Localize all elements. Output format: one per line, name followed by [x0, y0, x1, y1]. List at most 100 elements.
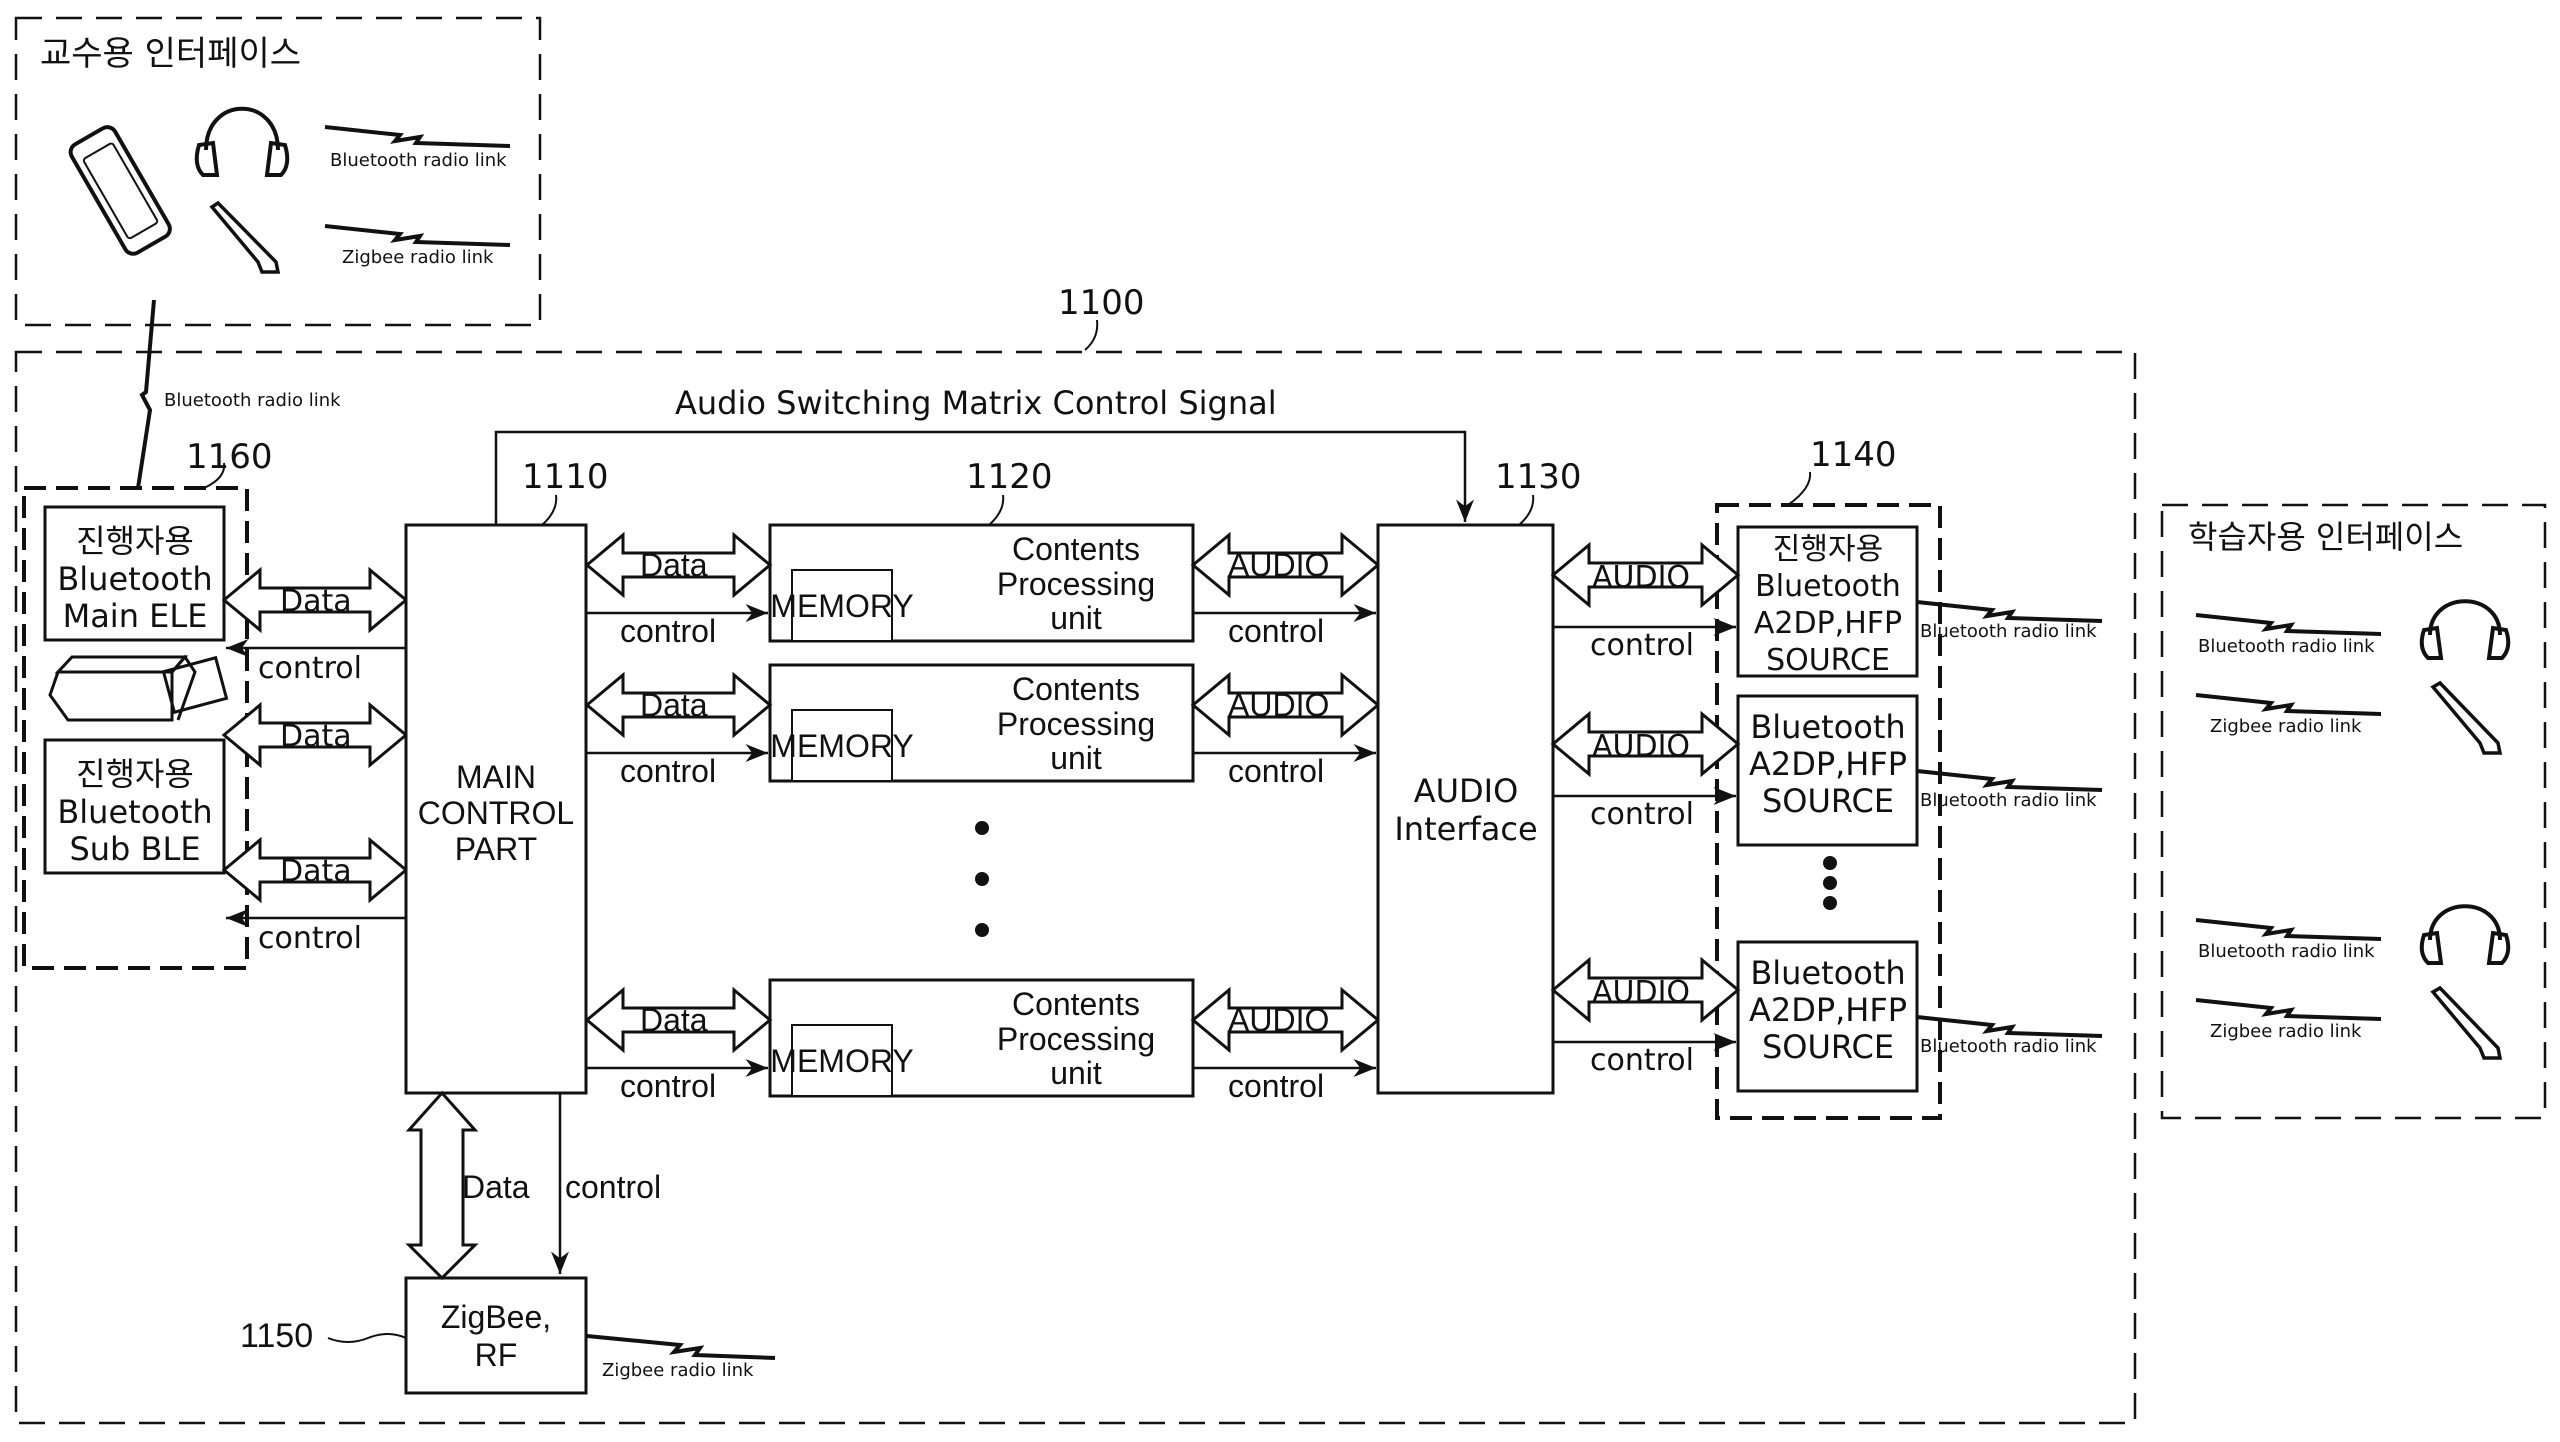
svg-text:unit: unit [1050, 600, 1102, 636]
data-label: Data [280, 854, 352, 889]
audio-interface-1130: 1130 AUDIO Interface [1376, 457, 1582, 1095]
ref-1100-leader [1084, 319, 1099, 351]
ref-1120: 1120 [966, 457, 1053, 497]
svg-text:Contents: Contents [1012, 671, 1140, 707]
data-label: Data [280, 584, 352, 619]
teacher-interface-panel: 교수용 인터페이스 Bluetooth radio link Zigbee ra… [14, 16, 542, 327]
bt-link-label: Bluetooth radio link [2198, 636, 2375, 657]
svg-text:Bluetooth: Bluetooth [1750, 708, 1905, 746]
audio-arrow [1550, 541, 1741, 609]
teacher-interface-title: 교수용 인터페이스 [40, 34, 301, 74]
bt-main-ele-box: 진행자용 Bluetooth Main ELE [43, 505, 226, 642]
headphones-icon [194, 106, 290, 177]
bt-radio-link-icon [1916, 600, 2103, 623]
bt-link-label: Bluetooth radio link [2198, 941, 2375, 962]
svg-text:PART: PART [455, 831, 537, 867]
svg-text:Bluetooth: Bluetooth [57, 560, 212, 598]
control-label: control [1590, 628, 1694, 663]
zigbee-link-label: Zigbee radio link [2210, 1021, 2362, 1042]
svg-text:Bluetooth: Bluetooth [1750, 954, 1905, 992]
zigbee-radio-link-icon [586, 1334, 776, 1360]
svg-text:진행자용: 진행자용 [1773, 532, 1883, 567]
svg-text:Processing: Processing [997, 1021, 1155, 1057]
svg-text:ZigBee,: ZigBee, [441, 1299, 551, 1335]
bt-group-1160: 1160 진행자용 Bluetooth Main ELE 진행자용 Blueto… [22, 437, 273, 970]
data-arrow [584, 986, 773, 1054]
svg-text:MAIN: MAIN [456, 759, 536, 795]
radio-link-label: Bluetooth radio link [1920, 790, 2097, 811]
memory-label: MEMORY [770, 728, 913, 764]
audio-arrow [1550, 710, 1741, 778]
svg-text:control: control [565, 1169, 661, 1205]
svg-text:Zigbee radio link: Zigbee radio link [602, 1360, 754, 1381]
control-label: control [258, 651, 362, 686]
audio-label: AUDIO [1592, 729, 1690, 764]
control-label: control [620, 1068, 716, 1104]
contents-processing-units: MEMORYContentsProcessingunitDatacontrolA… [584, 523, 1381, 1104]
source-group-1140: 1140 [1715, 435, 1942, 1120]
svg-text:Bluetooth: Bluetooth [1755, 569, 1901, 604]
contents-processing-unit: MEMORYContentsProcessingunitDatacontrolA… [584, 978, 1381, 1104]
teacher-uplink: Bluetooth radio link [136, 299, 341, 489]
main-control-part-1110: 1110 MAIN CONTROL PART [404, 457, 609, 1095]
control-label: control [1228, 753, 1324, 789]
audio-label: AUDIO [1228, 1002, 1329, 1038]
svg-text:SOURCE: SOURCE [1762, 1028, 1894, 1066]
zigbee-1150: ZigBee, RF 1150 Data control Zigbee radi… [240, 1090, 776, 1395]
memory-box [791, 1024, 893, 1097]
radio-link-label: Bluetooth radio link [1920, 1036, 2097, 1057]
uplink-label: Bluetooth radio link [164, 390, 341, 411]
data-arrow [584, 531, 773, 599]
bt-radio-link-icon [1916, 769, 2103, 792]
headphones-icon [2419, 599, 2511, 660]
svg-text:Bluetooth: Bluetooth [57, 793, 212, 831]
ref-1160: 1160 [186, 437, 273, 477]
audio-label: AUDIO [1592, 975, 1690, 1010]
teacher-bt-link-label: Bluetooth radio link [330, 150, 507, 171]
svg-text:A2DP,HFP: A2DP,HFP [1749, 745, 1907, 783]
audio-arrow [1550, 956, 1741, 1024]
memory-box [791, 709, 893, 782]
data-label: Data [640, 547, 708, 583]
zigbee-radio-link-icon [2195, 998, 2382, 1021]
ref-1140: 1140 [1810, 435, 1897, 475]
control-label: control [620, 613, 716, 649]
memory-label: MEMORY [770, 1043, 913, 1079]
svg-text:진행자용: 진행자용 [76, 522, 194, 560]
ellipsis-dots [1823, 856, 1837, 910]
control-label: control [258, 921, 362, 956]
pointer-device-icon [2430, 985, 2503, 1060]
bt-radio-link-icon [1916, 1015, 2103, 1038]
student-interface-panel: 학습자용 인터페이스 [2160, 503, 2547, 1120]
data-label: Data [640, 687, 708, 723]
bt-radio-link-icon [2195, 918, 2382, 941]
bt-radio-link-icon [2195, 613, 2382, 636]
control-label: control [620, 753, 716, 789]
svg-text:Contents: Contents [1012, 531, 1140, 567]
svg-text:RF: RF [475, 1337, 518, 1373]
system-1100: 1100 [14, 283, 2137, 1425]
ellipsis-dots [975, 821, 989, 937]
svg-text:Contents: Contents [1012, 986, 1140, 1022]
control-label: control [1228, 613, 1324, 649]
student-interface-title: 학습자용 인터페이스 [2188, 518, 2463, 556]
svg-text:SOURCE: SOURCE [1766, 643, 1890, 678]
svg-text:Main ELE: Main ELE [63, 597, 208, 635]
memory-label: MEMORY [770, 588, 913, 624]
svg-text:진행자용: 진행자용 [76, 755, 194, 793]
svg-text:unit: unit [1050, 740, 1102, 776]
matrix-control-signal: Audio Switching Matrix Control Signal [494, 384, 1474, 525]
svg-text:SOURCE: SOURCE [1762, 782, 1894, 820]
ref-1130: 1130 [1495, 457, 1582, 497]
svg-text:A2DP,HFP: A2DP,HFP [1749, 991, 1907, 1029]
svg-text:Data: Data [462, 1169, 530, 1205]
memory-box [791, 569, 893, 642]
headphones-icon [2419, 904, 2511, 965]
pointer-device-icon [209, 200, 281, 274]
